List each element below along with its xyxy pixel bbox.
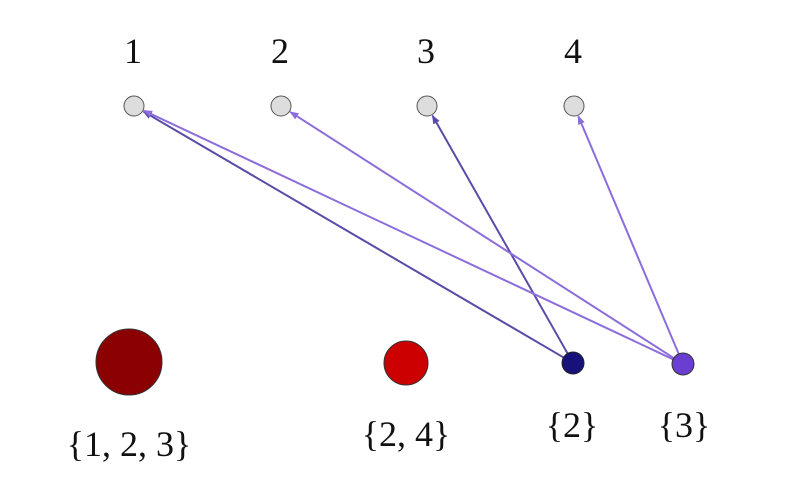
set-node-3 (671, 352, 695, 376)
element-node-2 (270, 95, 292, 117)
set-node-2-4 (383, 340, 429, 386)
element-label-2: 2 (271, 31, 289, 71)
edge-set-3-to-1 (143, 109, 674, 361)
set-label-1-2-3: {1, 2, 3} (67, 424, 192, 464)
set-node-2 (561, 351, 585, 375)
bottom-nodes: {1, 2, 3} {2, 4} {2} {3} (67, 328, 711, 464)
set-node-1-2-3 (95, 328, 163, 396)
edges-layer (142, 109, 680, 361)
element-node-4 (563, 95, 585, 117)
element-node-1 (123, 95, 145, 117)
top-nodes: 1 2 3 4 (123, 31, 585, 117)
edge-set-3-to-2 (289, 111, 675, 359)
edge-set-3-to-4 (577, 115, 680, 355)
element-label-4: 4 (564, 31, 582, 71)
element-node-3 (416, 95, 438, 117)
set-label-3: {3} (658, 405, 711, 445)
edge-set-2-to-1 (142, 110, 565, 359)
element-label-1: 1 (124, 31, 142, 71)
element-label-3: 3 (417, 31, 435, 71)
set-label-2-4: {2, 4} (362, 414, 451, 454)
set-label-2: {2} (546, 405, 599, 445)
edge-set-2-to-3 (431, 114, 569, 354)
